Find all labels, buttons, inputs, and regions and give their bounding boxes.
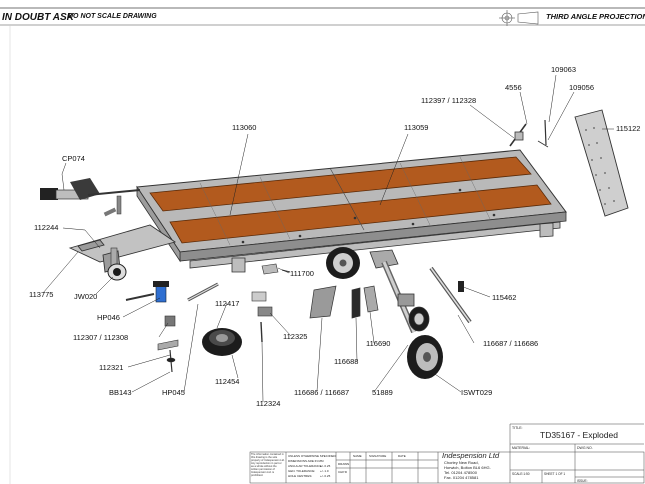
callout-4556: 4556 [505,83,522,92]
coupling-head [40,178,141,217]
address-line-2: Horwich, Bolton BL6 6HG. [444,465,491,470]
callout-109056: 109056 [569,83,594,92]
callout-112324: 112324 [256,399,280,408]
callout-109063: 109063 [551,65,576,74]
callout-iswt029: ISWT029 [461,388,492,397]
hydraulic-pump [125,281,219,303]
callout-hp045: HP045 [162,388,185,397]
drawn-label: DRAWN [338,462,349,466]
loading-ramp [574,109,629,217]
tolerance-line-4: HOLE CENTRES: [288,474,312,478]
tolerance-value-3: +/- 0.25 [320,474,331,478]
callout-51889: 51889 [372,388,393,397]
axle-wheel-main [326,247,360,279]
cross-bar [429,266,472,324]
projection-note: THIRD ANGLE PROJECTION [546,12,645,21]
callout-111700: 111700 [290,269,314,278]
tolerance-value-1: +/- 0.25 [320,464,331,468]
tolerance-line-3: GEN. TOLERANCE: [288,469,315,473]
material-label: MATERIAL: [512,446,530,450]
callout-112321: 112321 [99,363,123,372]
callout-112397: 112397 / 112328 [421,96,476,105]
sheet-value: SHEET 1 OF 1 [544,472,565,476]
title-label: TITLE: [512,426,523,430]
callout-112325: 112325 [283,332,307,341]
scale-value: SCALE:1:50 [512,472,530,476]
projection-symbol-icon [499,10,539,26]
mudguard-parts [309,285,379,319]
title-block: TITLE: TD35167 - Exploded Indespension L… [249,423,645,484]
part-callouts: 113060 113059 112397 / 112328 4556 10906… [29,65,640,408]
drawing-title: TD35167 - Exploded [540,430,618,440]
callout-116687: 116687 / 116686 [483,339,538,348]
tolerance-value-2: +/- 1.0 [320,469,329,473]
callout-112307: 112307 / 112308 [73,333,128,342]
callout-jw020: JW020 [74,292,97,301]
callout-116688: 116688 [334,357,358,366]
callout-116686: 116686 / 116687 [294,388,349,397]
unless-note: UNLESS OTHERWISE SPECIFIED: [288,454,337,458]
small-brackets [157,263,291,373]
axle-assembly [369,249,430,334]
callout-112244: 112244 [34,223,58,232]
issue-label: ISSUE: [577,479,588,483]
address-line-1: Chorley New Road, [444,460,479,465]
callout-hp046: HP046 [97,313,120,322]
name-label: NAME [353,454,362,458]
address-line-3: Tel. 01204 478500 [444,470,478,475]
tolerance-line-1: DIMENSIONS ARE IN MM [288,459,324,463]
leader-lines [42,74,614,403]
callout-115122: 115122 [616,124,640,133]
loose-wheel [407,335,443,379]
callout-113060: 113060 [232,123,256,132]
spare-wheel [202,328,242,356]
date-label: DATE [398,454,406,458]
callout-112417: 112417 [215,299,239,308]
callout-115462: 115462 [492,293,516,302]
trailer-chassis [189,221,561,273]
callout-113059: 113059 [404,123,428,132]
in-doubt-ask-note: IN DOUBT ASK [2,12,74,23]
callout-113775: 113775 [29,290,53,299]
drawbar-a-frame [68,224,177,273]
dwg-no-label: DWG NO. [577,446,593,450]
signature-label: SIGNATURE [369,454,386,458]
callout-116690: 116690 [366,339,390,348]
jockey-wheel [107,247,127,281]
address-line-4: Fax. 01204 478581 [444,475,479,480]
callout-cp074: CP074 [62,154,85,163]
ramp-fittings [509,119,549,148]
callout-112454: 112454 [215,377,239,386]
callout-bb143: BB143 [109,388,132,397]
do-not-scale-note: DO NOT SCALE DRAWING [68,13,157,20]
chkd-label: CHK'D [338,470,348,474]
tolerance-line-2: ANGULAR TOLERANCE: [288,464,323,468]
company-name: Indespension Ltd [442,451,500,460]
confidentiality-note: The information contained in this drawin… [251,453,285,477]
